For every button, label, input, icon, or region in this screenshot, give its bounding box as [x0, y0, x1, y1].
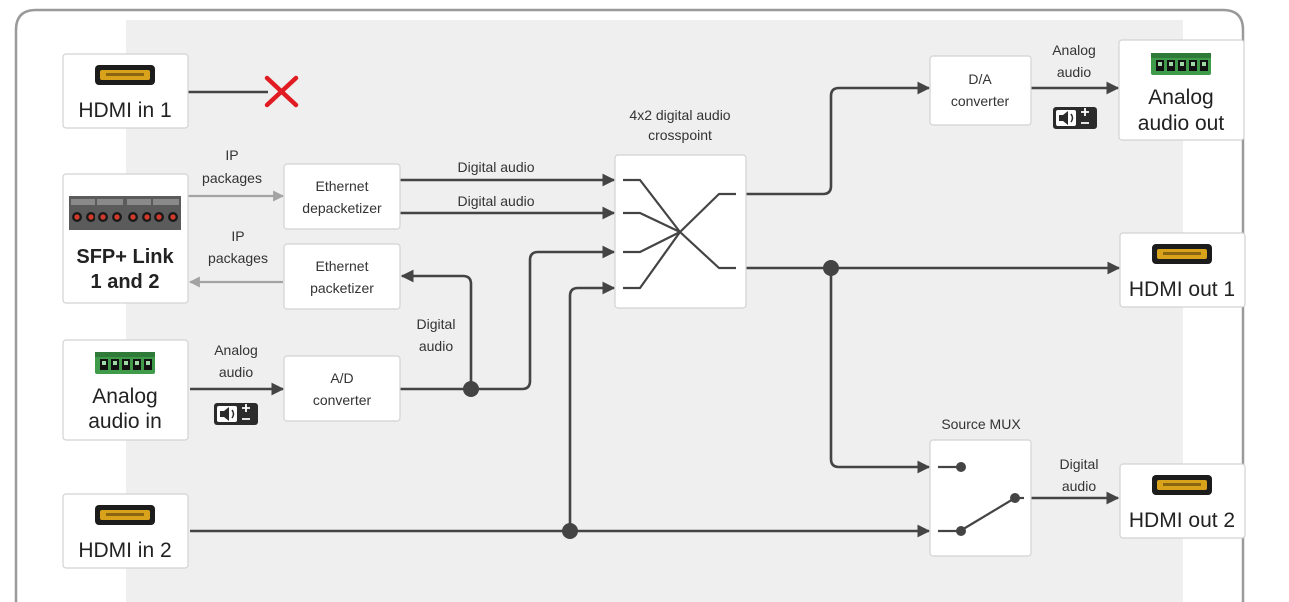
- ethernet-depacketizer-block: Ethernet depacketizer: [283, 163, 401, 230]
- junction-hdmi-in-2: [562, 523, 578, 539]
- analog-in-label-line2: audio in: [88, 410, 162, 433]
- hdmi-out-2-block: HDMI out 2: [1119, 463, 1246, 539]
- ip-packages-in-label-line1: IP: [225, 147, 238, 163]
- hdmi-port-icon: [95, 505, 155, 525]
- sfp-label-line2: 1 and 2: [91, 271, 160, 293]
- crosspoint-block: 4x2 digital audio crosspoint: [614, 107, 747, 309]
- sfp-port-icon: [69, 196, 99, 230]
- to-packetizer-wire: [400, 269, 473, 389]
- sfp-port-icon: [125, 196, 155, 230]
- crosspoint-label-line1: 4x2 digital audio: [629, 107, 730, 123]
- terminal-block-icon: [95, 352, 155, 374]
- ad-to-crosspoint-wire: [471, 245, 616, 391]
- volume-control-icon: [213, 402, 259, 426]
- crosspoint-routing-icon: [623, 178, 736, 290]
- ethernet-packetizer-block: Ethernet packetizer: [283, 243, 401, 310]
- analog-audio-in-signal-label-line1: Analog: [214, 342, 258, 358]
- hdmi-in-2-label: HDMI in 2: [78, 539, 171, 562]
- hdmi-in-1-label: HDMI in 1: [78, 99, 171, 122]
- digital-audio-label-3-line2: audio: [419, 338, 453, 354]
- digital-audio-label-3-line1: Digital: [417, 316, 456, 332]
- digital-audio-out2-label-line2: audio: [1062, 478, 1096, 494]
- terminal-block-icon: [1151, 53, 1211, 75]
- ip-packages-out-label-line1: IP: [231, 228, 244, 244]
- analog-audio-in-signal-label-line2: audio: [219, 364, 253, 380]
- analog-in-label-line1: Analog: [92, 385, 157, 408]
- crosspoint-label-line2: crosspoint: [648, 127, 712, 143]
- ip-packages-in-label-line2: packages: [202, 170, 262, 186]
- crosspoint-to-da-wire: [746, 81, 931, 196]
- da-label-line2: converter: [951, 93, 1010, 109]
- analog-out-label-line1: Analog: [1148, 86, 1213, 109]
- sfp-label-line1: SFP+ Link: [76, 246, 174, 268]
- hdmi-in-2-block: HDMI in 2: [62, 493, 189, 569]
- digital-audio-label-1: Digital audio: [457, 159, 534, 175]
- to-source-mux-wire: [829, 268, 931, 474]
- analog-audio-out-block: Analog audio out: [1118, 39, 1245, 141]
- analog-out-label-line2: audio out: [1138, 112, 1225, 135]
- analog-audio-out-signal-label-line1: Analog: [1052, 42, 1096, 58]
- junction-crosspoint-out: [823, 260, 839, 276]
- depacketizer-label-line1: Ethernet: [316, 178, 369, 194]
- ad-label-line1: A/D: [330, 370, 353, 386]
- ad-converter-block: A/D converter: [283, 355, 401, 422]
- disabled-cross-icon: [264, 75, 299, 108]
- hdmi-port-icon: [95, 65, 155, 85]
- analog-audio-out-signal-label-line2: audio: [1057, 64, 1091, 80]
- da-label-line1: D/A: [968, 71, 992, 87]
- hdmi-out-2-label: HDMI out 2: [1129, 509, 1235, 532]
- sfp-port-icon: [151, 196, 181, 230]
- depacketizer-label-line2: depacketizer: [302, 200, 382, 216]
- sfp-port-icon: [95, 196, 125, 230]
- hdmi-out-1-label: HDMI out 1: [1129, 278, 1235, 301]
- ad-label-line2: converter: [313, 392, 372, 408]
- hdmi-out-1-block: HDMI out 1: [1119, 232, 1246, 308]
- analog-audio-in-block: Analog audio in: [62, 339, 189, 441]
- volume-control-icon: [1052, 106, 1098, 130]
- hdmi-in-2-to-crosspoint-wire: [568, 281, 616, 531]
- ip-packages-out-label-line2: packages: [208, 250, 268, 266]
- hdmi-port-icon: [1152, 475, 1212, 495]
- packetizer-label-line2: packetizer: [310, 280, 374, 296]
- digital-audio-label-2: Digital audio: [457, 193, 534, 209]
- source-mux-block: Source MUX: [929, 416, 1032, 557]
- hdmi-port-icon: [1152, 244, 1212, 264]
- source-mux-label: Source MUX: [941, 416, 1021, 432]
- device-frame: [14, 8, 1245, 602]
- junction-ad: [463, 381, 479, 397]
- sfp-link-block: SFP+ Link 1 and 2: [62, 173, 189, 304]
- da-converter-block: D/A converter: [929, 55, 1032, 126]
- hdmi-in-1-block: HDMI in 1: [62, 53, 189, 129]
- packetizer-label-line1: Ethernet: [316, 258, 369, 274]
- digital-audio-out2-label-line1: Digital: [1060, 456, 1099, 472]
